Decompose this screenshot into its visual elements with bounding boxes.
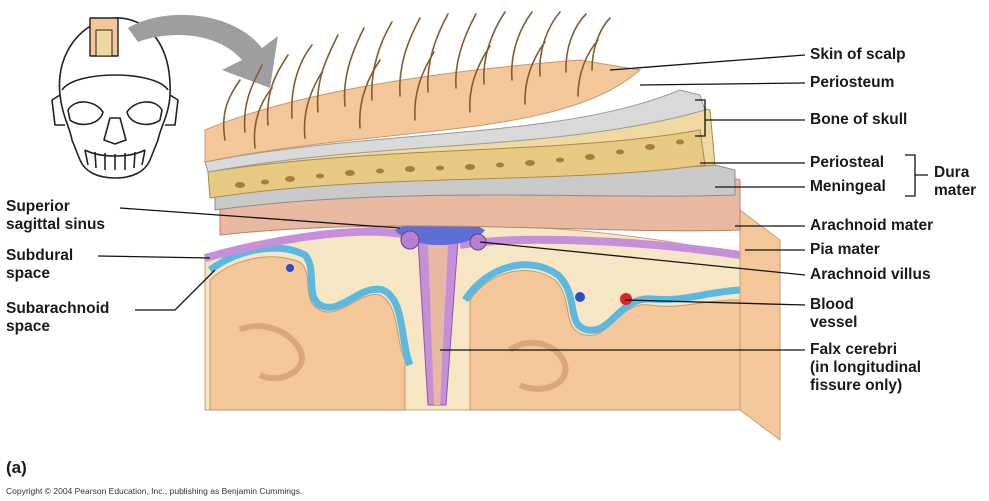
label-periosteal: Periosteal — [810, 154, 885, 171]
meninges-layers — [204, 11, 741, 236]
label-bone-of-skull: Bone of skull — [810, 111, 908, 128]
label-periosteum: Periosteum — [810, 74, 895, 91]
skull-icon — [51, 17, 179, 179]
pointer-arrow — [128, 14, 278, 88]
label-dura-mater-line2: mater — [934, 182, 977, 199]
label-falx-cerebri: Falx cerebri (in longitudinal fissure on… — [810, 341, 921, 395]
copyright-notice: Copyright © 2004 Pearson Education, Inc.… — [6, 486, 303, 496]
label-subarachnoid-space-line2: space — [6, 318, 50, 335]
label-subdural-space-line1: Subdural — [6, 247, 74, 264]
label-superior-sagittal-sinus-line2: sagittal sinus — [6, 216, 106, 233]
label-superior-sagittal-sinus: Superior sagittal sinus — [6, 198, 105, 234]
label-arachnoid-villus: Arachnoid villus — [810, 266, 931, 283]
label-falx-cerebri-line1: Falx cerebri — [810, 341, 898, 358]
label-pia-mater: Pia mater — [810, 241, 880, 258]
label-meningeal: Meningeal — [810, 178, 886, 195]
label-dura-mater: Dura mater — [934, 164, 976, 200]
label-falx-cerebri-line3: fissure only) — [810, 377, 903, 394]
label-subdural-space-line2: space — [6, 265, 50, 282]
label-subarachnoid-space-line1: Subarachnoid — [6, 300, 110, 317]
leader-lines — [97, 54, 928, 351]
label-blood-vessel-line2: vessel — [810, 314, 858, 331]
label-subarachnoid-space: Subarachnoid space — [6, 300, 109, 336]
figure-letter: (a) — [6, 458, 27, 477]
label-arachnoid-mater: Arachnoid mater — [810, 217, 934, 234]
brain-block — [203, 209, 781, 441]
label-subdural-space: Subdural space — [6, 247, 73, 283]
label-falx-cerebri-line2: (in longitudinal — [810, 359, 922, 376]
label-superior-sagittal-sinus-line1: Superior — [6, 198, 70, 215]
label-blood-vessel: Blood vessel — [810, 296, 857, 332]
label-blood-vessel-line1: Blood — [810, 296, 854, 313]
label-dura-mater-line1: Dura — [934, 164, 970, 181]
label-skin-of-scalp: Skin of scalp — [810, 46, 906, 63]
